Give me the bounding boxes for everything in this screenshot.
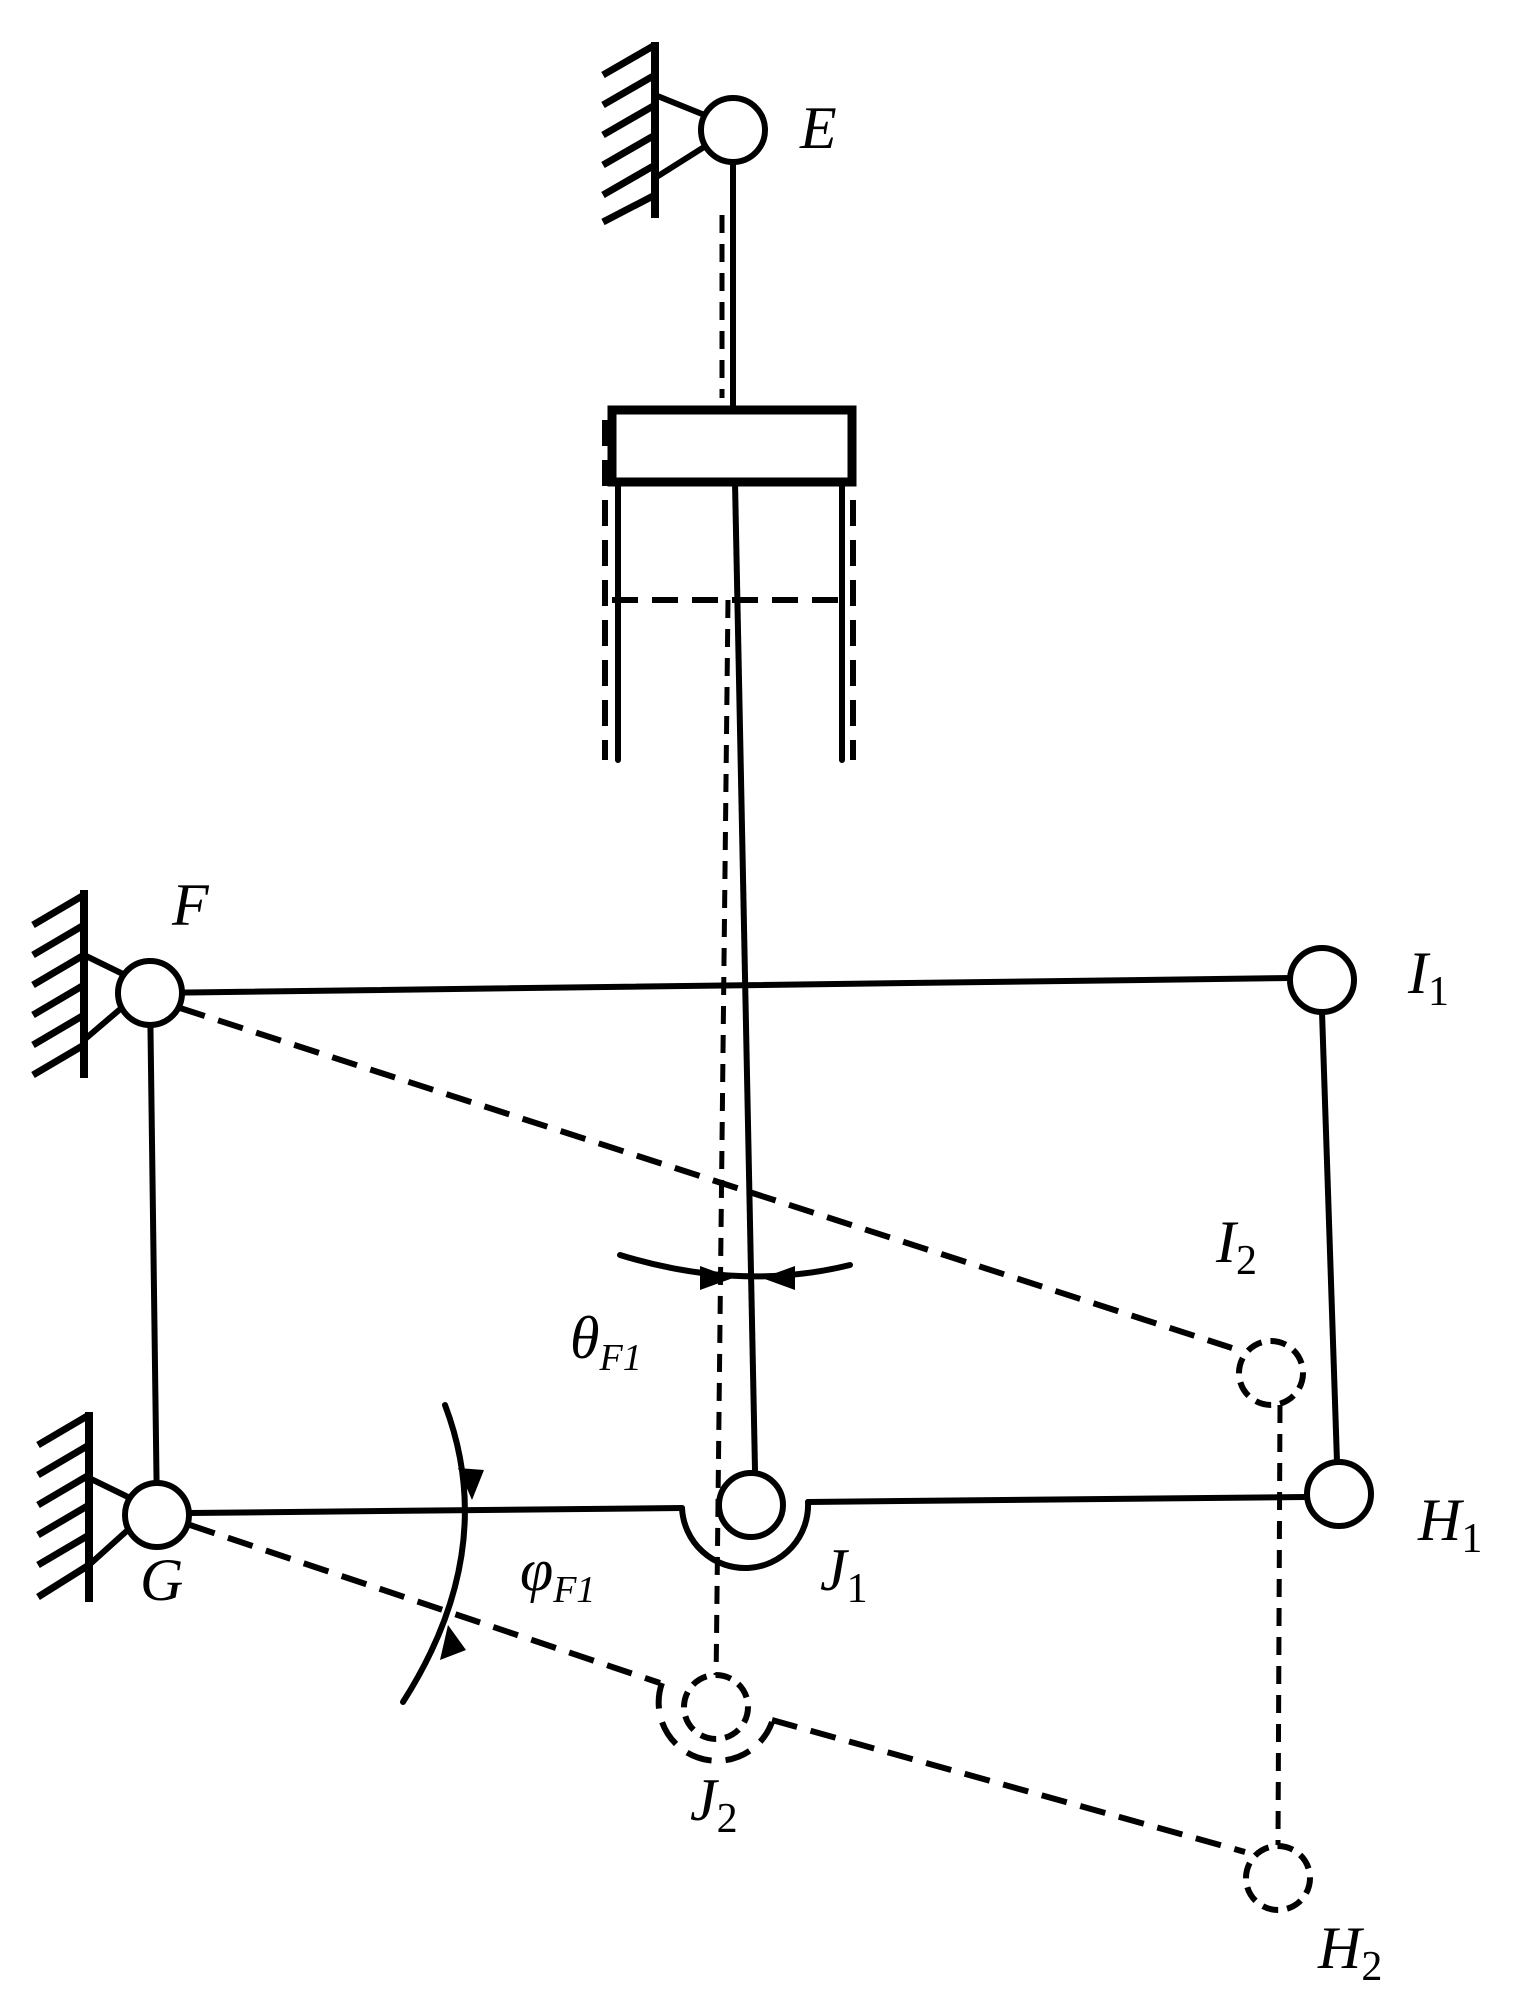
link-i2-h2 xyxy=(1275,1404,1283,1846)
link-f-i2 xyxy=(179,1005,1233,1351)
label-phi-f1: φF1 xyxy=(520,1537,595,1611)
joint-j1 xyxy=(716,1470,786,1540)
angle-phi-mark xyxy=(400,1402,484,1705)
hydraulic-cylinder xyxy=(602,405,857,763)
joint-j2-arc xyxy=(655,1682,775,1764)
label-j1: J1 xyxy=(820,1537,868,1612)
joint-f xyxy=(115,958,185,1028)
label-h2: H2 xyxy=(1317,1915,1382,1990)
joint-h2 xyxy=(1243,1843,1313,1913)
joint-j1-arc xyxy=(679,1499,812,1571)
ground-support-e xyxy=(601,41,715,226)
label-i1: I1 xyxy=(1407,940,1449,1015)
link-i1-h1 xyxy=(1319,1009,1340,1465)
joint-h1 xyxy=(1304,1459,1374,1529)
ground-support-f xyxy=(31,890,128,1079)
joint-e xyxy=(698,95,768,165)
label-i2: I2 xyxy=(1215,1209,1257,1284)
label-f: F xyxy=(171,872,210,938)
label-e: E xyxy=(799,95,837,161)
link-g-j2 xyxy=(189,1522,661,1686)
label-theta-f1: θF1 xyxy=(570,1305,642,1379)
joint-j2 xyxy=(681,1672,751,1742)
link-f-i1 xyxy=(147,975,1295,996)
ground-support-g xyxy=(36,1411,133,1602)
piston-rod-solid xyxy=(732,479,758,1473)
joint-g xyxy=(122,1480,192,1550)
label-h1: H1 xyxy=(1417,1487,1482,1562)
link-g-j1 xyxy=(187,1505,685,1516)
link-j2-h2 xyxy=(771,1717,1246,1855)
label-g: G xyxy=(140,1547,183,1613)
joint-i2 xyxy=(1236,1338,1306,1408)
link-j1-h1 xyxy=(805,1494,1308,1505)
link-f-g xyxy=(147,990,160,1518)
joint-i1 xyxy=(1287,945,1357,1015)
label-j2: J2 xyxy=(690,1767,738,1842)
angle-theta-mark xyxy=(617,1252,853,1290)
